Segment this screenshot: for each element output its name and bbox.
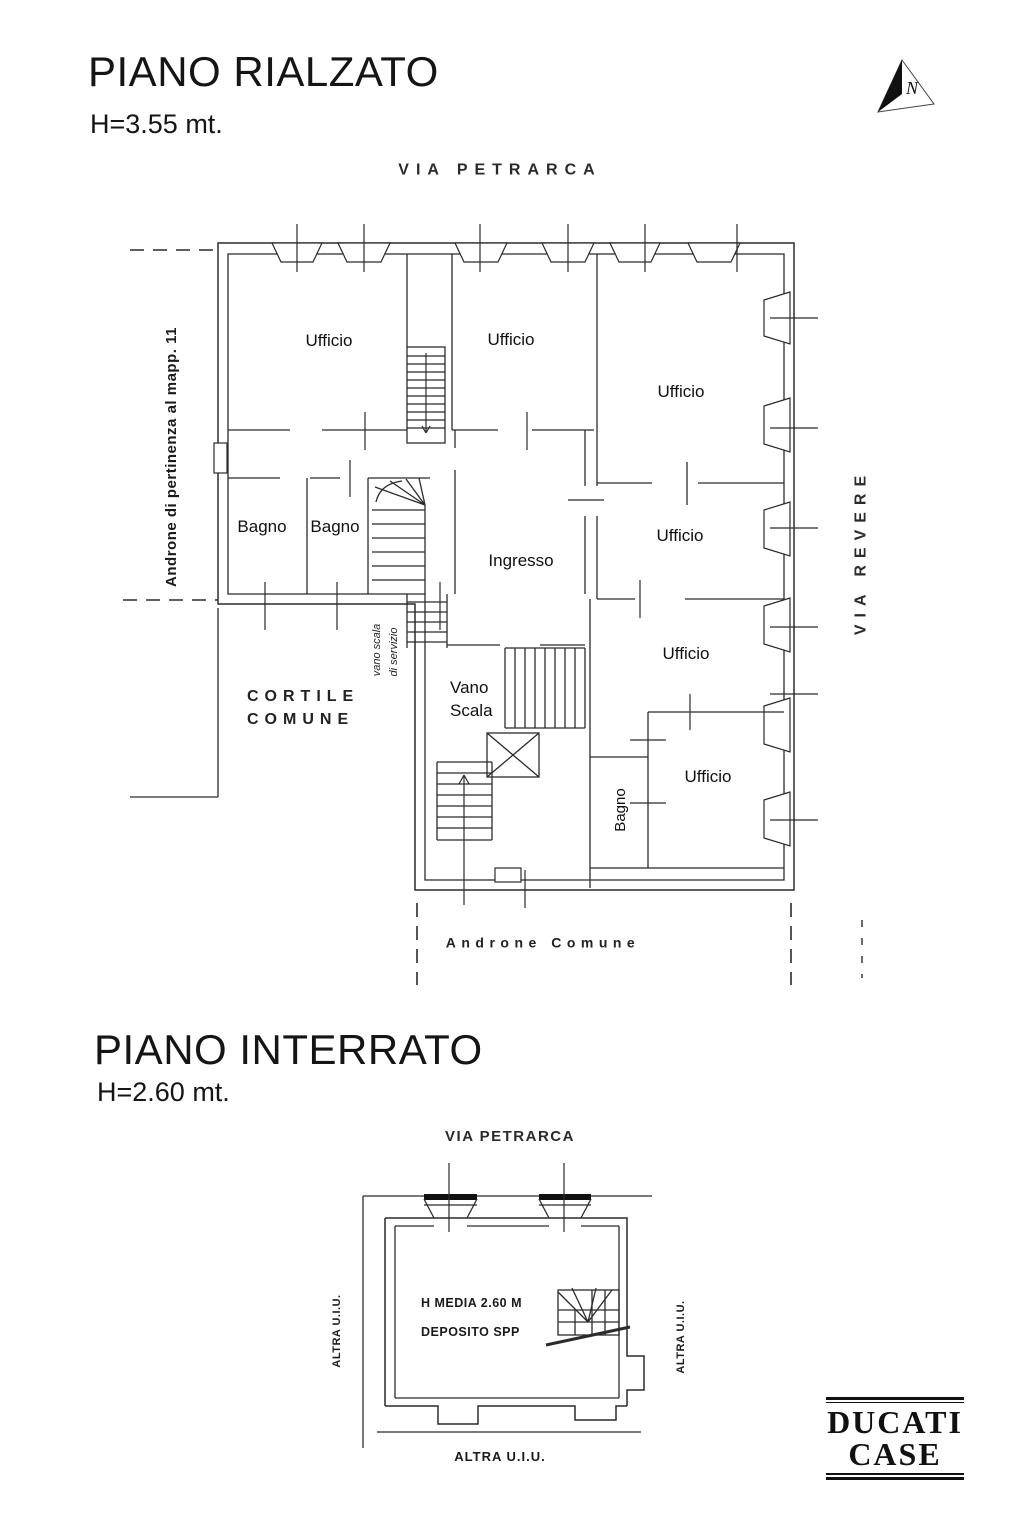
outer-wall (217, 242, 795, 891)
left-annotation: Androne di pertinenza al mapp. 11 (163, 327, 181, 587)
window (763, 597, 791, 653)
agency-logo: DUCATI CASE (826, 1392, 964, 1484)
window (763, 397, 791, 453)
floor2-plan (362, 1163, 652, 1448)
north-label: N (905, 78, 919, 98)
altra-uiu-left: ALTRA U.I.U. (331, 1294, 344, 1368)
window (687, 242, 741, 263)
service-stair (406, 346, 447, 643)
room-ufficio-se: Ufficio (684, 767, 732, 787)
window (763, 501, 791, 557)
logo-rule (826, 1396, 964, 1400)
logo-line-1: DUCATI (827, 1404, 963, 1440)
room-bagno-w1: Bagno (237, 517, 287, 537)
room-deposito-label: DEPOSITO SPP (421, 1325, 520, 1339)
wall-ticks (264, 224, 818, 908)
main-stair (436, 647, 586, 905)
partition-walls (228, 254, 784, 888)
street-via-petrarca: VIA PETRARCA (398, 161, 602, 179)
service-stair-label-2: di servizio (388, 627, 401, 677)
room-ufficio-e2: Ufficio (662, 644, 710, 664)
room-ufficio-nw: Ufficio (305, 331, 353, 351)
logo-line-2: CASE (848, 1436, 942, 1472)
window (609, 242, 661, 263)
street-via-petrarca-2: VIA PETRARCA (445, 1128, 575, 1146)
floor1-title: PIANO RIALZATO (88, 48, 439, 95)
window (763, 697, 791, 753)
room-ingresso: Ingresso (488, 551, 554, 571)
inner-wall (394, 1225, 620, 1399)
wall-ticks (448, 1163, 565, 1232)
elevator (486, 732, 540, 778)
logo-rule (826, 1401, 964, 1403)
floor1-height: H=3.55 mt. (90, 109, 223, 139)
window-jambs (423, 1198, 592, 1219)
room-vano-scala-2: Scala (450, 701, 493, 720)
room-ufficio-e1: Ufficio (656, 526, 704, 546)
winder-stair (545, 1287, 631, 1347)
courtyard-label-1: CORTILE (247, 688, 360, 705)
floor2-height: H=2.60 mt. (97, 1077, 230, 1107)
altra-uiu-right: ALTRA U.I.U. (675, 1300, 688, 1374)
threshold (494, 867, 522, 883)
street-line (362, 1195, 652, 1448)
logo-rule (826, 1476, 964, 1480)
room-bagno-s: Bagno (612, 788, 630, 832)
winder-stair (372, 477, 426, 594)
logo-rule (826, 1473, 964, 1475)
street-via-revere: VIA REVERE (852, 468, 870, 636)
room-ufficio-ne: Ufficio (657, 382, 705, 402)
courtyard-label-2: COMUNE (247, 711, 355, 728)
window (213, 442, 228, 474)
outer-wall (384, 1217, 645, 1425)
floor1-plan (123, 224, 863, 985)
androne-comune-label: Androne Comune (445, 934, 641, 951)
room-ufficio-n: Ufficio (487, 330, 535, 350)
room-vano-scala-1: Vano (450, 678, 489, 697)
window (454, 242, 508, 263)
window (763, 791, 791, 847)
room-bagno-w2: Bagno (310, 517, 360, 537)
altra-uiu-bottom: ALTRA U.I.U. (454, 1449, 546, 1465)
floor2-title: PIANO INTERRATO (94, 1026, 483, 1073)
room-height-note: H MEDIA 2.60 M (421, 1296, 523, 1310)
service-stair-label-1: vano scala (371, 623, 384, 677)
courtyard-boundary (130, 608, 219, 798)
inner-wall (227, 253, 785, 881)
north-arrow-icon: N (877, 59, 935, 113)
